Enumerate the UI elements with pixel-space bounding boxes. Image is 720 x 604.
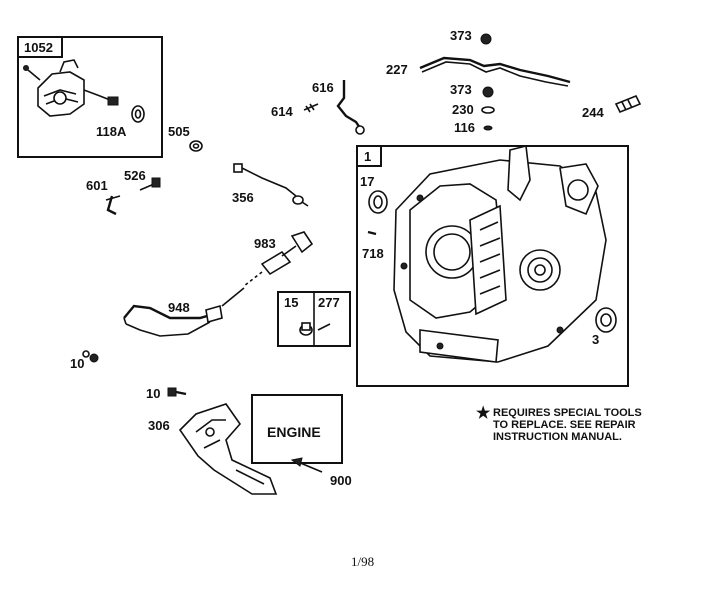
svg-text:373: 373: [450, 82, 472, 97]
svg-text:526: 526: [124, 168, 146, 183]
part-505: 505: [168, 124, 203, 152]
box-label-277: 277: [318, 295, 340, 310]
crankcase-box: 1 17 718 3: [356, 145, 629, 387]
svg-text:10: 10: [146, 386, 160, 401]
svg-text:718: 718: [362, 246, 384, 261]
part-10-upper: 10: [70, 350, 99, 371]
svg-text:306: 306: [148, 418, 170, 433]
svg-text:10: 10: [70, 356, 84, 371]
svg-text:900: 900: [330, 473, 352, 488]
note-line-3: INSTRUCTION MANUAL.: [493, 431, 622, 443]
part-983-948-cable: 983 948: [123, 231, 314, 337]
special-tools-note: ★ REQUIRES SPECIAL TOOLS TO REPLACE. SEE…: [476, 405, 642, 443]
small-parts-box: 15 277: [277, 291, 351, 347]
part-306-bracket: 306: [148, 403, 278, 495]
svg-text:601: 601: [86, 178, 108, 193]
box-label-1: 1: [364, 149, 371, 164]
part-601-526: 601 526: [86, 168, 161, 216]
part-356-wire: 356: [232, 163, 309, 207]
svg-text:983: 983: [254, 236, 276, 251]
part-label-118a: 118A: [96, 124, 127, 139]
svg-text:244: 244: [582, 105, 604, 120]
note-line-1: REQUIRES SPECIAL TOOLS: [493, 407, 642, 419]
svg-text:230: 230: [452, 102, 474, 117]
svg-text:116: 116: [454, 120, 475, 135]
engine-box: ENGINE 900: [251, 394, 352, 488]
svg-text:17: 17: [360, 174, 374, 189]
box-label-1052: 1052: [24, 40, 53, 55]
box-label-15: 15: [284, 295, 298, 310]
svg-text:614: 614: [271, 104, 293, 119]
crankcase-drawing: [393, 145, 607, 363]
svg-text:227: 227: [386, 62, 408, 77]
governor-lever-parts: 373 227 373 230 116 244: [386, 28, 642, 135]
svg-text:948: 948: [168, 300, 190, 315]
engine-label: ENGINE: [267, 424, 321, 440]
svg-text:505: 505: [168, 124, 190, 139]
star-symbol: ★: [476, 405, 491, 422]
svg-text:3: 3: [592, 332, 599, 347]
svg-text:373: 373: [450, 28, 472, 43]
page-number: 1/98: [351, 554, 374, 569]
part-616-linkage: 616 614: [271, 80, 365, 135]
part-10-lower: 10: [146, 386, 187, 401]
svg-text:616: 616: [312, 80, 334, 95]
svg-text:356: 356: [232, 190, 254, 205]
carburetor-drawing: [23, 59, 145, 123]
carburetor-assembly-box: 1052 118A: [17, 36, 163, 158]
note-line-2: TO REPLACE. SEE REPAIR: [493, 419, 636, 431]
